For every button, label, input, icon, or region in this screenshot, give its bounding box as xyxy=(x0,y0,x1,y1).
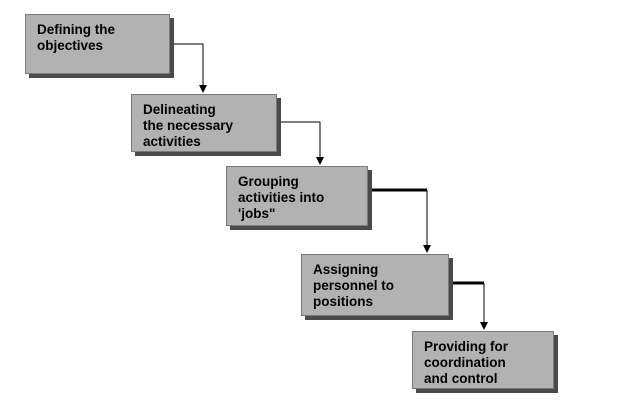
step-box-grouping-activities: Grouping activities into 'jobs" xyxy=(226,166,368,226)
step-box-delineating-activities: Delineating the necessary activities xyxy=(131,94,277,152)
step-label: Providing for coordination and control xyxy=(424,339,508,386)
step-box-assigning-personnel: Assigning personnel to positions xyxy=(301,254,449,316)
step-label: Assigning personnel to positions xyxy=(313,262,395,309)
connector-2-to-3 xyxy=(277,121,324,165)
connector-1-to-2 xyxy=(170,43,207,93)
step-box-coordination-control: Providing for coordination and control xyxy=(412,331,554,389)
step-box-defining-objectives: Defining the objectives xyxy=(25,14,170,74)
step-label: Grouping activities into 'jobs" xyxy=(238,174,325,221)
step-label: Delineating the necessary activities xyxy=(143,102,234,149)
step-label: Defining the objectives xyxy=(37,22,115,53)
